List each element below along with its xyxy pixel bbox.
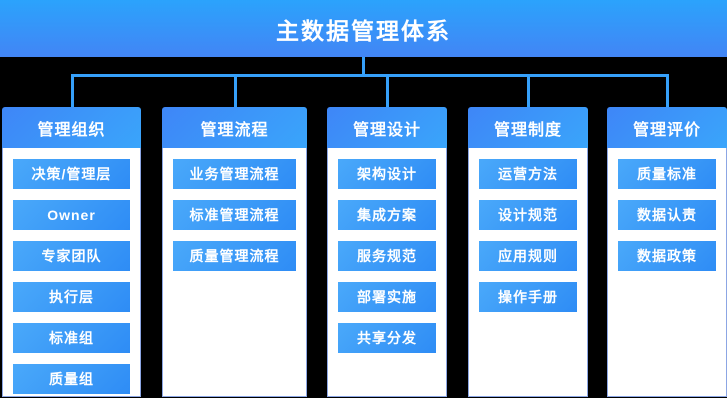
connector-line: [666, 74, 669, 107]
diagram-column-3: 管理设计 架构设计集成方案服务规范部署实施共享分发: [327, 107, 447, 397]
page-title: 主数据管理体系: [276, 17, 451, 44]
node-button: 质量标准: [618, 159, 716, 189]
column-panel: 业务管理流程标准管理流程质量管理流程: [162, 148, 307, 397]
node-button: 架构设计: [338, 159, 436, 189]
column-panel: 质量标准数据认责数据政策: [607, 148, 727, 397]
node-button: 操作手册: [479, 282, 577, 312]
connector-line: [71, 74, 669, 77]
column-panel: 架构设计集成方案服务规范部署实施共享分发: [327, 148, 447, 397]
node-button: 运营方法: [479, 159, 577, 189]
node-button: 集成方案: [338, 200, 436, 230]
connector-line: [362, 57, 365, 77]
node-button: 业务管理流程: [173, 159, 296, 189]
column-header: 管理评价: [607, 107, 727, 148]
connector-line: [71, 74, 74, 107]
node-button: 设计规范: [479, 200, 577, 230]
node-button: 执行层: [13, 282, 130, 312]
node-button: 应用规则: [479, 241, 577, 271]
node-button: 质量组: [13, 364, 130, 394]
column-header: 管理制度: [468, 107, 588, 148]
node-button: Owner: [13, 200, 130, 230]
node-button: 数据政策: [618, 241, 716, 271]
node-button: 质量管理流程: [173, 241, 296, 271]
title-banner: 主数据管理体系: [0, 0, 727, 57]
column-header: 管理设计: [327, 107, 447, 148]
node-button: 标准管理流程: [173, 200, 296, 230]
connector-line: [234, 74, 237, 107]
node-button: 标准组: [13, 323, 130, 353]
node-button: 共享分发: [338, 323, 436, 353]
node-button: 部署实施: [338, 282, 436, 312]
connector-line: [386, 74, 389, 107]
diagram-column-1: 管理组织 决策/管理层 Owner 专家团队执行层标准组质量组: [2, 107, 141, 397]
diagram-column-4: 管理制度 运营方法设计规范应用规则操作手册: [468, 107, 588, 397]
column-panel: 决策/管理层 Owner 专家团队执行层标准组质量组: [2, 148, 141, 397]
column-header: 管理流程: [162, 107, 307, 148]
connector-line: [527, 74, 530, 107]
column-panel: 运营方法设计规范应用规则操作手册: [468, 148, 588, 397]
node-button: 服务规范: [338, 241, 436, 271]
diagram-column-2: 管理流程 业务管理流程标准管理流程质量管理流程: [162, 107, 307, 397]
bottom-edge: [0, 398, 727, 402]
node-button: 数据认责: [618, 200, 716, 230]
diagram-column-5: 管理评价 质量标准数据认责数据政策: [607, 107, 727, 397]
node-button: 专家团队: [13, 241, 130, 271]
column-header: 管理组织: [2, 107, 141, 148]
node-button: 决策/管理层: [13, 159, 130, 189]
